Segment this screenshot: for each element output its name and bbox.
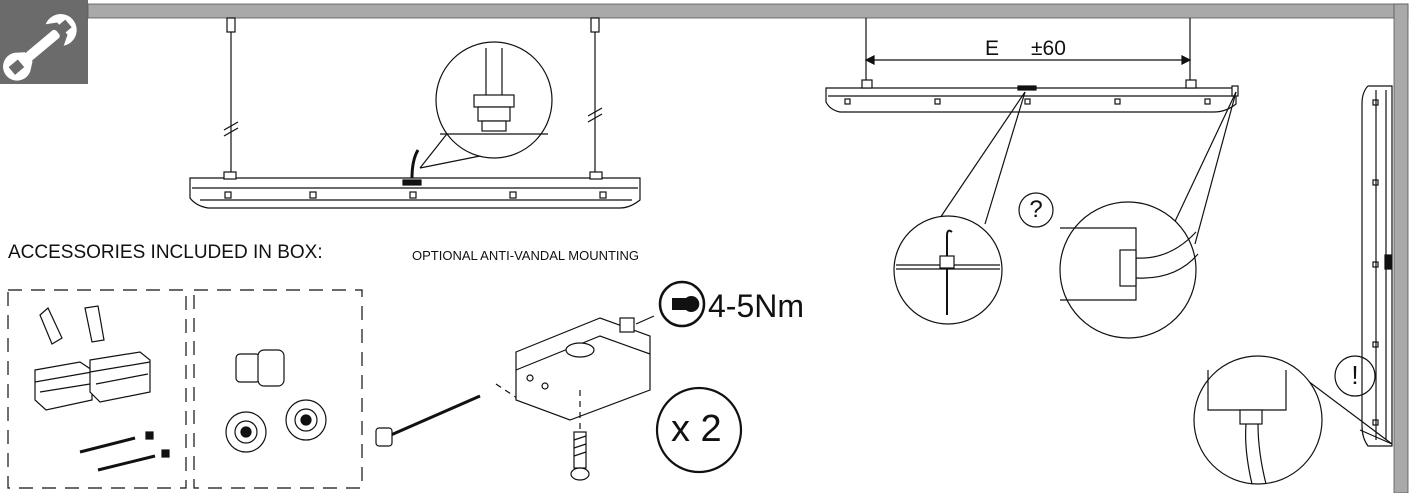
mounting-clips-drawing — [34, 305, 170, 472]
wrench-badge — [0, 0, 88, 84]
question-circle-icon — [1018, 192, 1054, 228]
wrench-icon — [3, 14, 77, 81]
quantity-circle — [655, 386, 743, 474]
accessories-included-label: ACCESSORIES INCLUDED IN BOX: — [8, 242, 323, 263]
ceiling-luminaire-diagram — [825, 18, 1239, 339]
cable-glands-drawing — [225, 349, 327, 453]
accessories-box — [7, 289, 363, 489]
mounting-surface-frame — [87, 3, 1409, 493]
exclamation-mark: ! — [1351, 360, 1359, 390]
torque-value-label: 4-5Nm — [708, 288, 805, 324]
torque-wrench-icon — [658, 280, 706, 328]
exclamation-circle-icon — [1334, 355, 1376, 397]
dimension-tolerance-label: ±60 — [1031, 37, 1066, 60]
suspended-luminaire-diagram — [189, 17, 641, 209]
quantity-label: x 2 — [671, 408, 722, 450]
anti-vandal-bracket-drawing — [375, 315, 655, 481]
wall-luminaire-diagram — [1193, 85, 1393, 485]
dimension-e-label: E — [985, 37, 1000, 60]
optional-mounting-label: OPTIONAL ANTI-VANDAL MOUNTING — [412, 248, 640, 263]
question-mark: ? — [1029, 196, 1043, 223]
